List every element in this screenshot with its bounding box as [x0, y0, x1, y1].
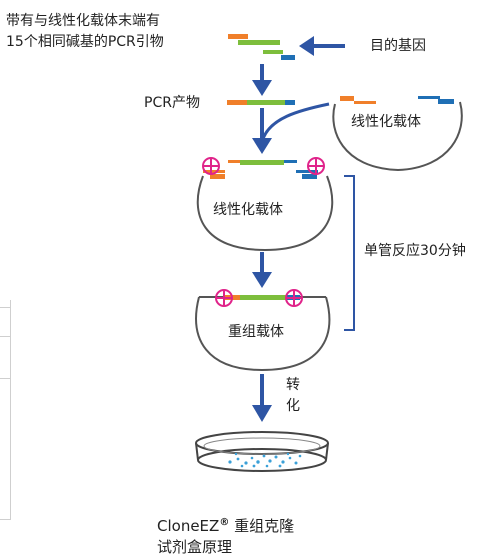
- target-gene-arrow: [299, 36, 345, 56]
- linear-vector-label-top: 线性化载体: [351, 114, 421, 130]
- target-gene-label: 目的基因: [370, 38, 426, 54]
- reaction-bracket: [344, 175, 355, 331]
- primer-label-line1: 带有与线性化载体末端有: [6, 13, 160, 29]
- down-arrow-3: [252, 252, 272, 288]
- clone-title-line2: 试剂盒原理: [157, 538, 233, 556]
- edge-line: [0, 378, 10, 379]
- down-arrow-1: [252, 64, 272, 96]
- recombinant-vector: [195, 289, 331, 372]
- edge-line: [0, 307, 10, 308]
- linear-vector-top: [332, 96, 463, 172]
- linear-vector-label-mid: 线性化载体: [213, 202, 283, 218]
- edge-line: [0, 519, 10, 520]
- merge-curve-arrow: [252, 102, 330, 154]
- annealed-vector: [196, 157, 334, 252]
- edge-line: [10, 300, 11, 520]
- clone-title-line1: CloneEZ® 重组克隆: [157, 514, 294, 535]
- pcr-product-label: PCR产物: [144, 95, 200, 111]
- marker-right: [307, 157, 325, 175]
- edge-line: [0, 336, 10, 337]
- transform-label-1: 转: [286, 377, 300, 393]
- clone-title-name: CloneEZ: [157, 517, 220, 535]
- transform-label-2: 化: [286, 398, 300, 414]
- clone-title-rest: 重组克隆: [229, 517, 295, 535]
- pcr-product: [227, 100, 295, 105]
- primer-label-line2: 15个相同碱基的PCR引物: [6, 34, 164, 50]
- primer-pair: [228, 34, 295, 60]
- registered-mark: ®: [219, 517, 230, 528]
- down-arrow-4: [252, 374, 272, 422]
- petri-dish: [195, 431, 329, 472]
- bacterial-colonies: [228, 452, 302, 468]
- recombinant-vector-label: 重组载体: [228, 324, 284, 340]
- single-tube-label: 单管反应30分钟: [364, 243, 466, 259]
- marker-left: [202, 157, 220, 175]
